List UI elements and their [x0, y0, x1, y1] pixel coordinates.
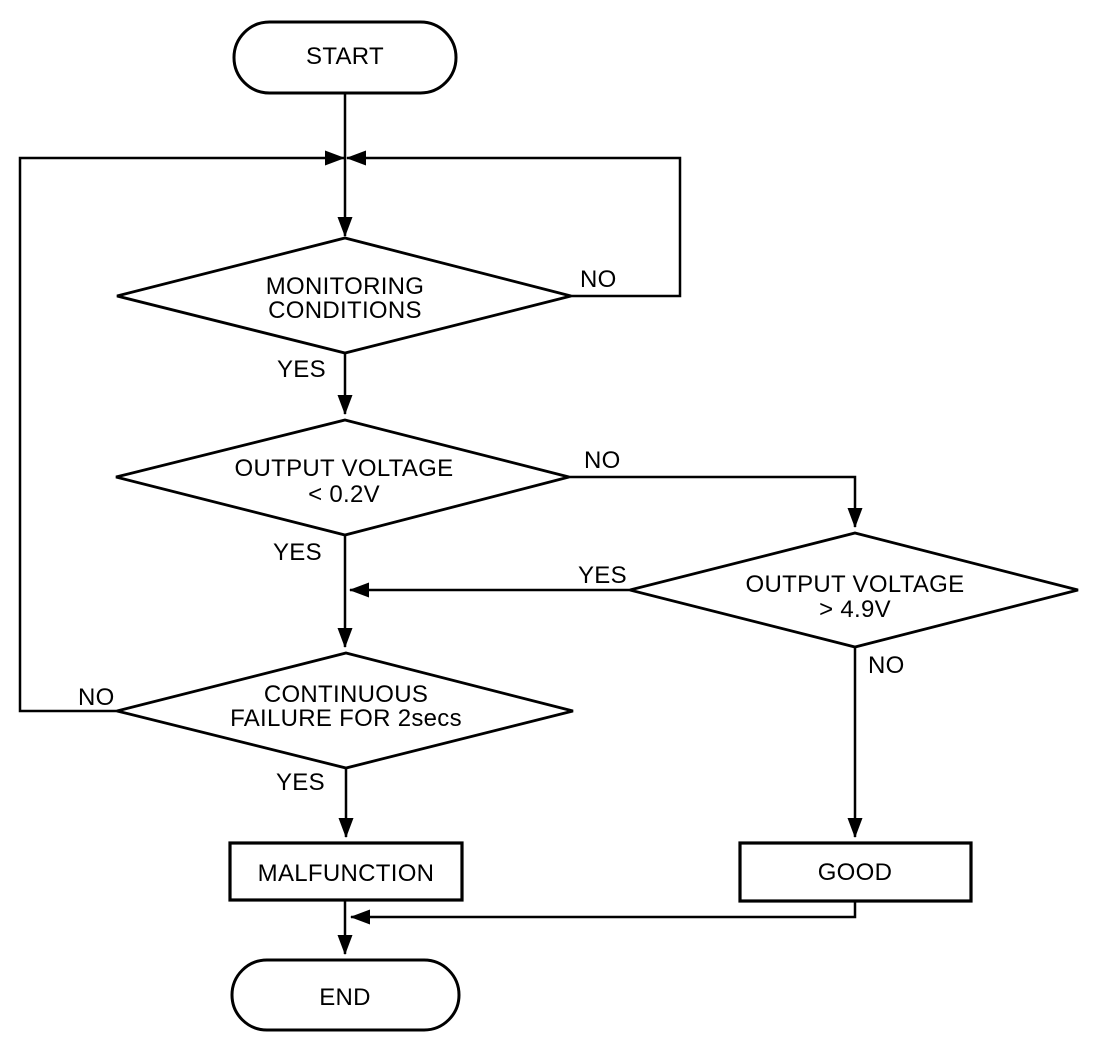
good-label: GOOD: [818, 859, 893, 886]
decision-continuous-failure-shape: [116, 651, 574, 770]
continuous-failure-label-line2: FAILURE FOR 2secs: [230, 705, 462, 732]
malfunction-label: MALFUNCTION: [258, 860, 435, 887]
edges: [18, 93, 863, 955]
voltage-low-label-line1: OUTPUT VOLTAGE: [235, 455, 454, 482]
voltage-high-no-label: NO: [868, 652, 905, 679]
end-terminator-shape: [230, 958, 461, 1032]
continuous-failure-label-line1: CONTINUOUS: [264, 681, 428, 708]
monitoring-no-label: NO: [580, 266, 617, 293]
good-process-shape: [738, 841, 973, 903]
malfunction-process-shape: [228, 841, 464, 902]
voltage-low-label-line2: < 0.2V: [308, 481, 380, 508]
decision-monitoring-shape: [116, 236, 572, 355]
monitoring-label-line1: MONITORING: [266, 273, 425, 300]
edge-continuous-no-return-loop: [18, 150, 345, 713]
start-terminator-shape: [232, 20, 458, 95]
monitoring-label-line2: CONDITIONS: [268, 297, 422, 324]
continuous-failure-no-label: NO: [78, 684, 115, 711]
monitoring-yes-label: YES: [277, 356, 326, 383]
node-labels: START MONITORING CONDITIONS OUTPUT VOLTA…: [230, 43, 964, 1011]
voltage-high-yes-label: YES: [578, 562, 627, 589]
voltage-low-yes-label: YES: [273, 539, 322, 566]
edge-monitoring-no-return-loop: [346, 150, 682, 298]
edge-good-join-to-end-line: [350, 901, 857, 925]
start-label: START: [306, 43, 384, 70]
voltage-high-label-line2: > 4.9V: [819, 596, 891, 623]
decision-voltage-low-shape: [115, 418, 570, 537]
continuous-failure-yes-label: YES: [276, 769, 325, 796]
voltage-low-no-label: NO: [584, 447, 621, 474]
decision-voltage-high-shape: [629, 531, 1079, 649]
edge-labels: NO YES NO YES YES NO NO YES: [78, 266, 905, 796]
voltage-high-label-line1: OUTPUT VOLTAGE: [746, 571, 965, 598]
nodes: [115, 20, 1079, 1032]
edge-voltage-low-no-to-voltage-high: [569, 475, 863, 528]
end-label: END: [319, 984, 371, 1011]
